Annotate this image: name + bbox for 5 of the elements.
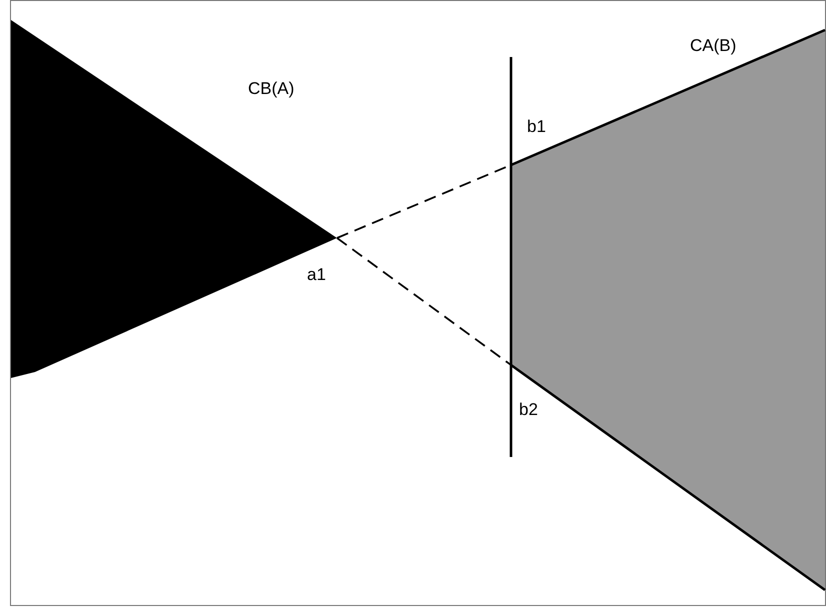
point-label: b1	[527, 118, 546, 135]
point-label: b2	[519, 401, 538, 418]
point-label: a1	[307, 266, 326, 283]
region-label: CA(B)	[690, 37, 736, 54]
region-label: CB(A)	[248, 80, 294, 97]
